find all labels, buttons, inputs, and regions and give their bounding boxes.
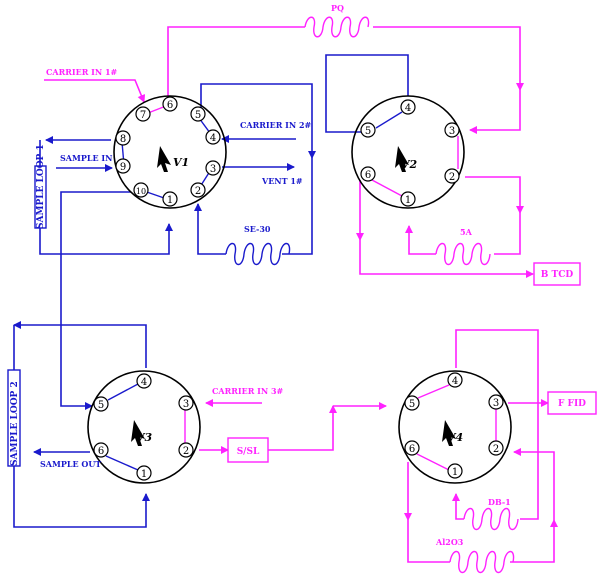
b-tcd-label: B TCD [541, 270, 574, 280]
sample-out-label: SAMPLE OUT [40, 459, 101, 469]
v2-port-5: 5 [365, 126, 371, 137]
v1-port-1: 1 [167, 195, 173, 206]
v4-port-3: 3 [493, 398, 499, 409]
ssl-label: S/SL [237, 447, 260, 457]
v3-port-4: 4 [141, 377, 147, 388]
al2o3-column-coil [449, 550, 515, 574]
carrier-in-2-label: CARRIER IN 2# [240, 120, 312, 130]
carrier-in-1-label: CARRIER IN 1# [46, 67, 118, 77]
v4-port-2: 2 [493, 444, 499, 455]
v3-port-5: 5 [98, 400, 104, 411]
v1-port-3: 3 [210, 164, 216, 175]
se30-label: SE-30 [244, 224, 271, 234]
ssl-inlet: S/SL [227, 437, 269, 463]
sample-loop-2-label: SAMPLE LOOP 2 [10, 381, 20, 466]
valve-v4: 1 2 3 4 5 6 V4 [398, 370, 512, 484]
sample-loop-1-label: SAMPLE LOOP 1 [36, 144, 46, 229]
v1-port-7: 7 [140, 110, 146, 121]
f-fid-label: F FID [558, 399, 586, 409]
v4-port-4: 4 [452, 376, 458, 387]
v4-pointer-icon [442, 420, 456, 446]
valve-v1-ports [115, 96, 221, 207]
v4-label: V4 [447, 431, 463, 444]
v1-port-2: 2 [195, 186, 201, 197]
magenta-lines [44, 26, 558, 563]
v1-pointer-icon [157, 146, 171, 172]
v3-pointer-icon [131, 420, 145, 446]
v4-port-1: 1 [452, 467, 458, 478]
blue-lines [13, 54, 409, 528]
sample-in-label: SAMPLE IN [60, 153, 112, 163]
v4-port-5: 5 [409, 399, 415, 410]
se30-column-coil [225, 242, 291, 266]
v2-label: V2 [401, 158, 418, 171]
sample-loop-2: SAMPLE LOOP 2 [7, 325, 21, 467]
5a-label: 5A [460, 227, 473, 237]
v2-port-4: 4 [405, 103, 411, 114]
v2-port-2: 2 [449, 172, 455, 183]
f-fid-detector: F FID [547, 391, 597, 415]
valve-v2: 1 2 3 4 5 6 V2 [351, 95, 465, 209]
v1-port-6: 6 [167, 100, 173, 111]
al2o3-label: Al2O3 [435, 537, 464, 547]
v1-label: V1 [173, 156, 189, 169]
v1-port-5: 5 [195, 110, 201, 121]
v1-port-9: 9 [120, 162, 126, 173]
5a-column-coil [435, 242, 491, 266]
pq-column-coil [304, 16, 370, 38]
carrier-in-3-label: CARRIER IN 3# [212, 386, 284, 396]
v2-pointer-icon [395, 146, 409, 172]
vent-1-label: VENT 1# [261, 176, 303, 186]
v3-port-1: 1 [141, 469, 147, 480]
v3-port-6: 6 [98, 446, 104, 457]
pq-label: PQ [331, 3, 344, 13]
v3-port-2: 2 [183, 446, 189, 457]
v1-port-10: 10 [136, 187, 146, 196]
valve-v3: 1 2 3 4 5 6 V3 [87, 370, 201, 484]
db1-column-coil [463, 507, 519, 531]
v1-port-4: 4 [210, 133, 216, 144]
db1-label: DB-1 [488, 497, 511, 507]
v3-port-3: 3 [183, 399, 189, 410]
v2-port-6: 6 [365, 170, 371, 181]
v4-port-6: 6 [409, 444, 415, 455]
v2-port-1: 1 [405, 195, 411, 206]
v2-port-3: 3 [449, 126, 455, 137]
sample-loop-1: SAMPLE LOOP 1 [34, 140, 47, 229]
valve-v1: 1 2 3 4 5 6 7 8 9 10 V1 [113, 95, 227, 209]
b-tcd-detector: B TCD [533, 262, 581, 286]
v1-port-8: 8 [120, 134, 126, 145]
v3-label: V3 [136, 431, 153, 444]
